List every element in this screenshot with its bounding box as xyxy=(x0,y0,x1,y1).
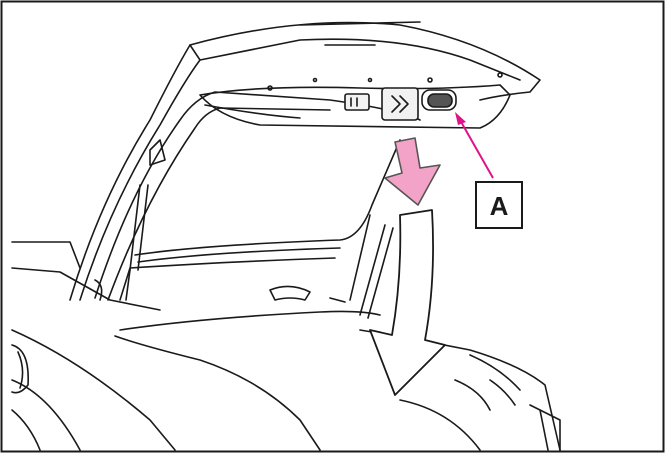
handle-recess-icon xyxy=(421,89,457,111)
callout-label-box: A xyxy=(475,181,523,229)
callout-label: A xyxy=(490,191,509,221)
pink-push-arrow-icon xyxy=(384,137,441,206)
downward-arrow-icon xyxy=(369,209,446,396)
trunk-lid-illustration xyxy=(11,21,561,451)
callout-leader-icon xyxy=(455,112,494,179)
